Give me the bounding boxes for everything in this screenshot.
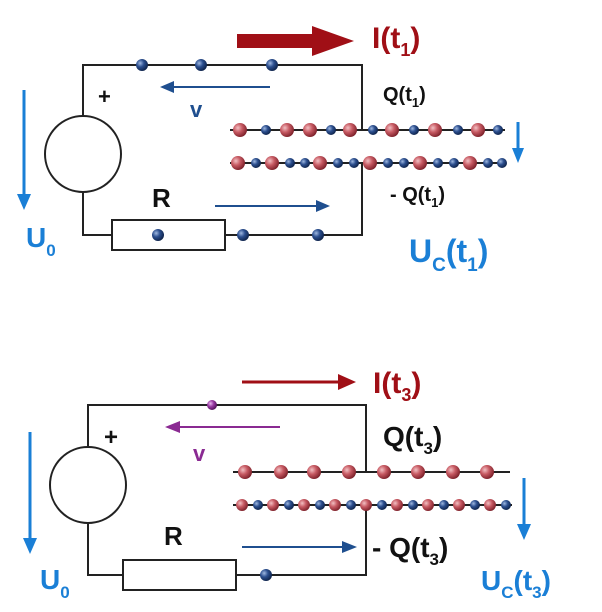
top-current-flow-arrow-icon [215, 200, 330, 212]
bottom-resistor-label: R [164, 521, 183, 551]
bottom-capacitor-upper-plate [233, 465, 510, 479]
top-wire-electrons [136, 59, 324, 241]
top-charge-positive-label: Q(t1) [383, 84, 426, 110]
top-capacitor-voltage-label: UC(t1) [409, 233, 488, 276]
bottom-source-voltage-label: U0 [40, 564, 70, 602]
bottom-plus-sign: + [104, 424, 118, 451]
top-source-voltage-label: U0 [26, 222, 56, 260]
bottom-charge-positive-label: Q(t3) [383, 421, 442, 458]
top-velocity-label: v [190, 97, 203, 122]
bottom-capacitor-voltage-arrow-icon [517, 478, 531, 540]
top-capacitor-upper-plate [230, 123, 505, 137]
top-current-arrow-icon [237, 26, 354, 56]
top-wires [82, 64, 363, 236]
top-current-label: I(t1) [372, 22, 420, 60]
bottom-current-flow-arrow-icon [242, 541, 357, 553]
bottom-source-voltage-arrow-icon [23, 432, 37, 554]
bottom-velocity-arrow-icon [165, 421, 280, 433]
bottom-current-label: I(t3) [373, 367, 421, 405]
bottom-current-arrow-icon [242, 374, 356, 390]
bottom-resistor-icon [122, 559, 237, 591]
bottom-circuit: + R v I(t3) [23, 367, 551, 602]
top-capacitor-lower-plate [230, 156, 507, 170]
bottom-velocity-label: v [193, 441, 206, 466]
top-capacitor-voltage-arrow-icon [512, 122, 524, 163]
top-velocity-arrow-icon [160, 81, 270, 93]
bottom-capacitor-voltage-label: UC(t3) [481, 565, 551, 602]
bottom-wires [87, 404, 367, 576]
top-voltage-source-icon [44, 115, 122, 193]
top-plus-sign: + [98, 84, 111, 109]
bottom-voltage-source-icon [49, 446, 127, 524]
top-source-voltage-arrow-icon [17, 90, 31, 210]
bottom-capacitor-lower-plate [233, 499, 512, 511]
top-resistor-icon [111, 219, 226, 251]
bottom-wire-electrons [207, 400, 272, 581]
top-charge-negative-label: - Q(t1) [390, 184, 445, 210]
bottom-charge-negative-label: - Q(t3) [372, 532, 448, 569]
top-resistor-label: R [152, 183, 171, 213]
top-circuit: + R v I(t1) [17, 22, 524, 276]
